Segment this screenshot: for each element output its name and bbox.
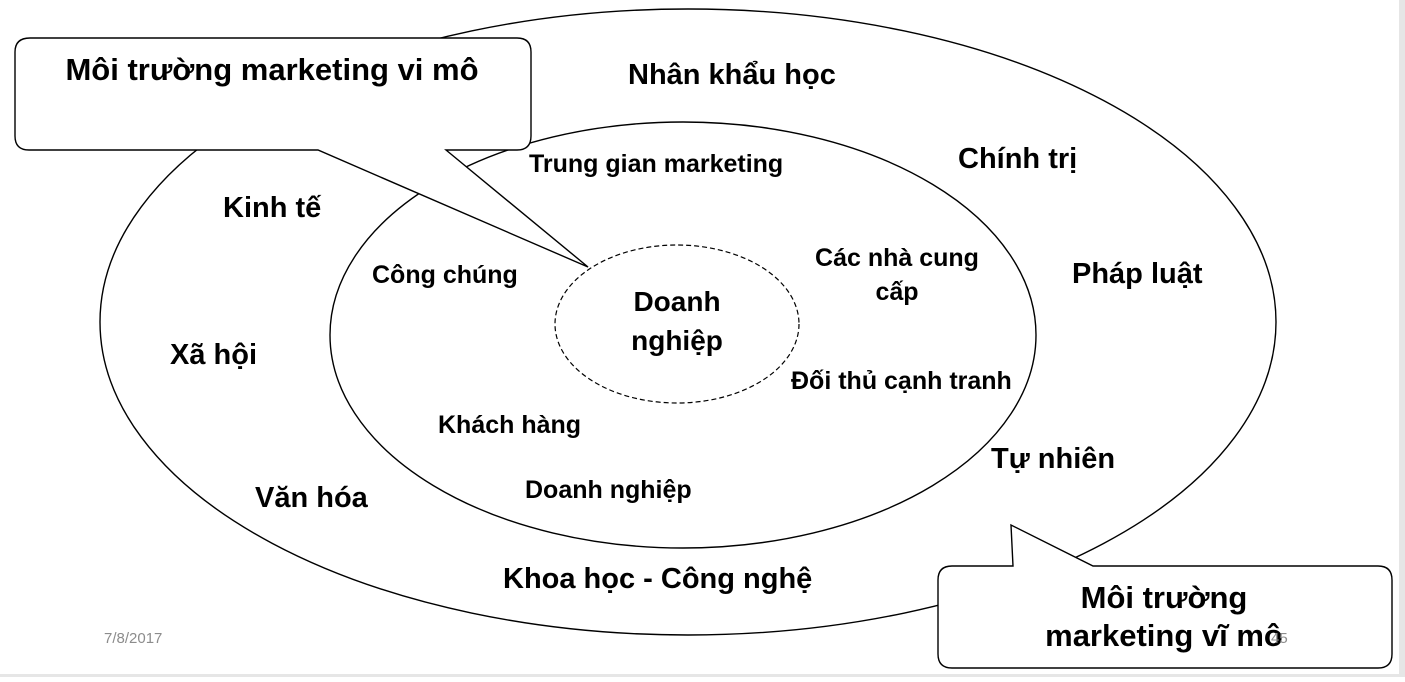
macro-factor-legal: Pháp luật [1072,258,1203,290]
macro-factor-political: Chính trị [958,143,1077,175]
micro-factor-customers: Khách hàng [438,411,581,439]
macro-factor-demographic: Nhân khẩu học [628,59,836,91]
micro-factor-suppliers-line2: cấp [875,278,918,306]
slide-page-number: 45 [1271,630,1288,647]
core-label-line1: Doanh [633,286,720,317]
macro-factor-social: Xã hội [170,339,257,371]
core-ellipse [554,244,800,404]
macro-factor-natural: Tự nhiên [991,443,1115,475]
micro-factor-competitors: Đối thủ cạnh tranh [791,367,1012,395]
callout-micro-text: Môi trường marketing vi mô [65,52,478,87]
slide-bottom-edge [0,674,1405,677]
callout-macro-text-line1: Môi trường [1081,580,1248,615]
micro-factor-suppliers-line1: Các nhà cung [815,244,979,272]
macro-factor-cultural: Văn hóa [255,482,369,514]
macro-factor-economic: Kinh tế [223,192,322,224]
core-label-line2: nghiệp [631,325,723,356]
macro-environment-ellipse [99,8,1277,636]
callout-micro-shape [14,37,589,268]
callout-macro-shape [937,523,1393,669]
slide-date: 7/8/2017 [104,630,162,647]
slide-scrollbar[interactable] [1399,0,1405,677]
micro-factor-intermediaries: Trung gian marketing [529,150,783,178]
micro-factor-publics: Công chúng [372,261,518,289]
micro-factor-company: Doanh nghiệp [525,476,692,504]
macro-factor-technology: Khoa học - Công nghệ [503,563,812,595]
callout-macro-text-line2: marketing vĩ mô [1045,618,1283,653]
